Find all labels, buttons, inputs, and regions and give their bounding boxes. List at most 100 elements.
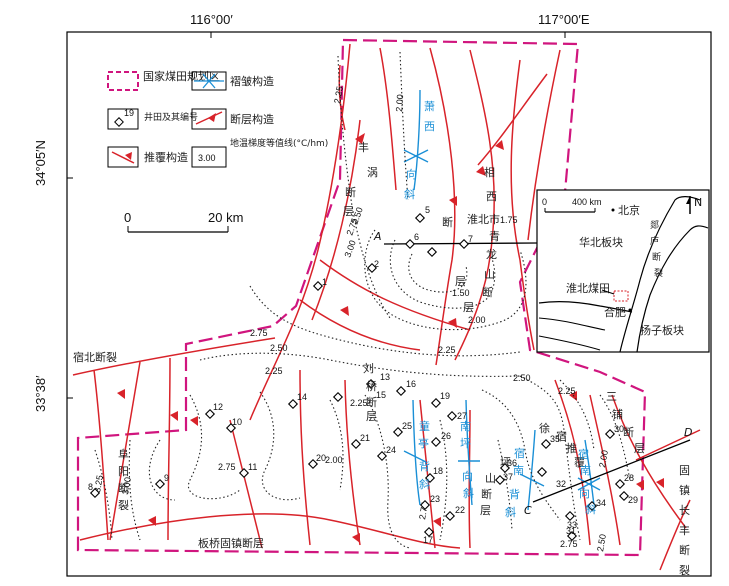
legend-swatch-fault [191, 108, 227, 130]
svg-text:华北板块: 华北板块 [579, 235, 623, 249]
svg-text:8: 8 [88, 482, 93, 492]
svg-text:坪: 坪 [460, 437, 471, 450]
svg-text:相: 相 [484, 166, 495, 179]
svg-text:22: 22 [455, 505, 465, 515]
svg-text:1.50: 1.50 [452, 288, 470, 298]
svg-text:裂: 裂 [654, 268, 663, 279]
svg-text:28: 28 [624, 473, 634, 483]
svg-text:裂: 裂 [118, 499, 129, 512]
svg-text:3.00: 3.00 [198, 153, 216, 163]
svg-text:西: 西 [424, 120, 435, 133]
label-feng-guo: 丰 [358, 141, 369, 154]
svg-text:3.00: 3.00 [342, 239, 357, 259]
svg-text:13: 13 [380, 372, 390, 382]
svg-text:南: 南 [580, 464, 591, 477]
svg-text:2.75: 2.75 [250, 328, 268, 338]
svg-text:宿: 宿 [578, 447, 589, 461]
legend: 国家煤田规划区 褶皱构造 19 井田及其编号 断层构造 推覆构造 3.00 地温… [107, 69, 328, 168]
svg-text:2.75: 2.75 [344, 217, 359, 237]
svg-text:37: 37 [503, 472, 513, 482]
legend-swatch-thrust [107, 146, 139, 168]
svg-text:郯: 郯 [650, 219, 659, 231]
legend-swatch-fold [191, 71, 227, 91]
svg-text:扬子板块: 扬子板块 [640, 323, 684, 337]
coord-left-top: 34°05′N [33, 140, 48, 186]
svg-text:层: 层 [634, 442, 645, 455]
svg-text:背: 背 [419, 459, 430, 473]
svg-text:斜: 斜 [419, 478, 430, 491]
svg-text:坪: 坪 [500, 456, 511, 469]
svg-text:三: 三 [606, 390, 617, 403]
svg-text:宿: 宿 [556, 429, 567, 443]
svg-text:19: 19 [124, 108, 134, 118]
svg-text:童: 童 [419, 419, 430, 433]
svg-text:断: 断 [481, 487, 492, 501]
legend-swatch-isoline [191, 146, 227, 168]
svg-text:萧: 萧 [424, 100, 435, 113]
svg-text:2.50: 2.50 [270, 343, 288, 353]
legend-thrust: 推覆构造 [144, 150, 188, 164]
svg-text:断: 断 [652, 251, 661, 263]
svg-text:400 km: 400 km [572, 197, 602, 207]
isolines [94, 51, 631, 549]
section-a: A [373, 230, 382, 243]
map-frame [66, 31, 712, 577]
svg-text:17: 17 [423, 535, 433, 545]
svg-text:6: 6 [414, 232, 419, 242]
svg-text:27: 27 [457, 411, 467, 421]
svg-text:26: 26 [441, 431, 451, 441]
svg-text:30: 30 [614, 424, 624, 434]
svg-text:层: 层 [366, 410, 377, 423]
svg-text:31: 31 [566, 526, 576, 536]
svg-text:23: 23 [430, 494, 440, 504]
legend-swatch-planning [107, 71, 139, 91]
svg-text:断: 断 [482, 285, 493, 299]
thrust-markers [117, 133, 664, 543]
svg-text:16: 16 [406, 379, 416, 389]
svg-text:山: 山 [484, 268, 495, 281]
svg-text:5: 5 [425, 205, 430, 215]
svg-text:11: 11 [248, 462, 257, 472]
section-d: D [684, 426, 692, 439]
svg-text:向: 向 [462, 469, 473, 483]
svg-text:36: 36 [507, 458, 517, 468]
svg-text:2: 2 [374, 259, 379, 269]
svg-text:宿: 宿 [514, 446, 525, 460]
inset-map: 0 400 km 北京 N 华北板块 郯 庐 断 裂 淮北煤田 合肥 扬子板块 [536, 189, 710, 353]
legend-fold: 褶皱构造 [230, 74, 274, 88]
svg-text:斜: 斜 [505, 506, 516, 519]
svg-text:南: 南 [513, 464, 524, 477]
svg-text:18: 18 [433, 466, 443, 476]
svg-text:35: 35 [550, 434, 560, 444]
svg-text:3.00: 3.00 [120, 476, 133, 495]
svg-text:2.50: 2.50 [513, 373, 531, 383]
svg-text:2.25: 2.25 [558, 386, 576, 396]
svg-text:龙: 龙 [486, 248, 497, 261]
svg-text:北京: 北京 [618, 203, 640, 217]
svg-text:层: 层 [455, 275, 466, 288]
legend-well: 井田及其编号 [144, 111, 198, 123]
svg-text:镇: 镇 [679, 483, 690, 497]
svg-text:西: 西 [486, 190, 497, 203]
svg-text:2.25: 2.25 [265, 366, 283, 376]
coord-top-left: 116°00′ [190, 12, 233, 27]
svg-text:亭: 亭 [418, 436, 429, 450]
svg-text:断: 断 [118, 481, 129, 495]
svg-text:25: 25 [402, 421, 412, 431]
svg-text:固: 固 [679, 464, 690, 477]
svg-text:2.00: 2.00 [325, 455, 343, 465]
svg-text:合肥: 合肥 [604, 305, 626, 319]
wells-layer [89, 212, 630, 542]
svg-text:青: 青 [489, 230, 500, 243]
svg-text:12: 12 [213, 402, 223, 412]
svg-text:21: 21 [360, 433, 370, 443]
svg-text:24: 24 [386, 445, 396, 455]
svg-text:0: 0 [124, 210, 131, 225]
svg-text:断: 断 [345, 185, 356, 199]
svg-text:7: 7 [468, 234, 473, 244]
svg-text:2.25: 2.25 [332, 85, 345, 104]
svg-text:涡: 涡 [367, 166, 378, 179]
scale-bar: 0 20 km [124, 210, 243, 233]
svg-text:2.50: 2.50 [595, 533, 608, 552]
